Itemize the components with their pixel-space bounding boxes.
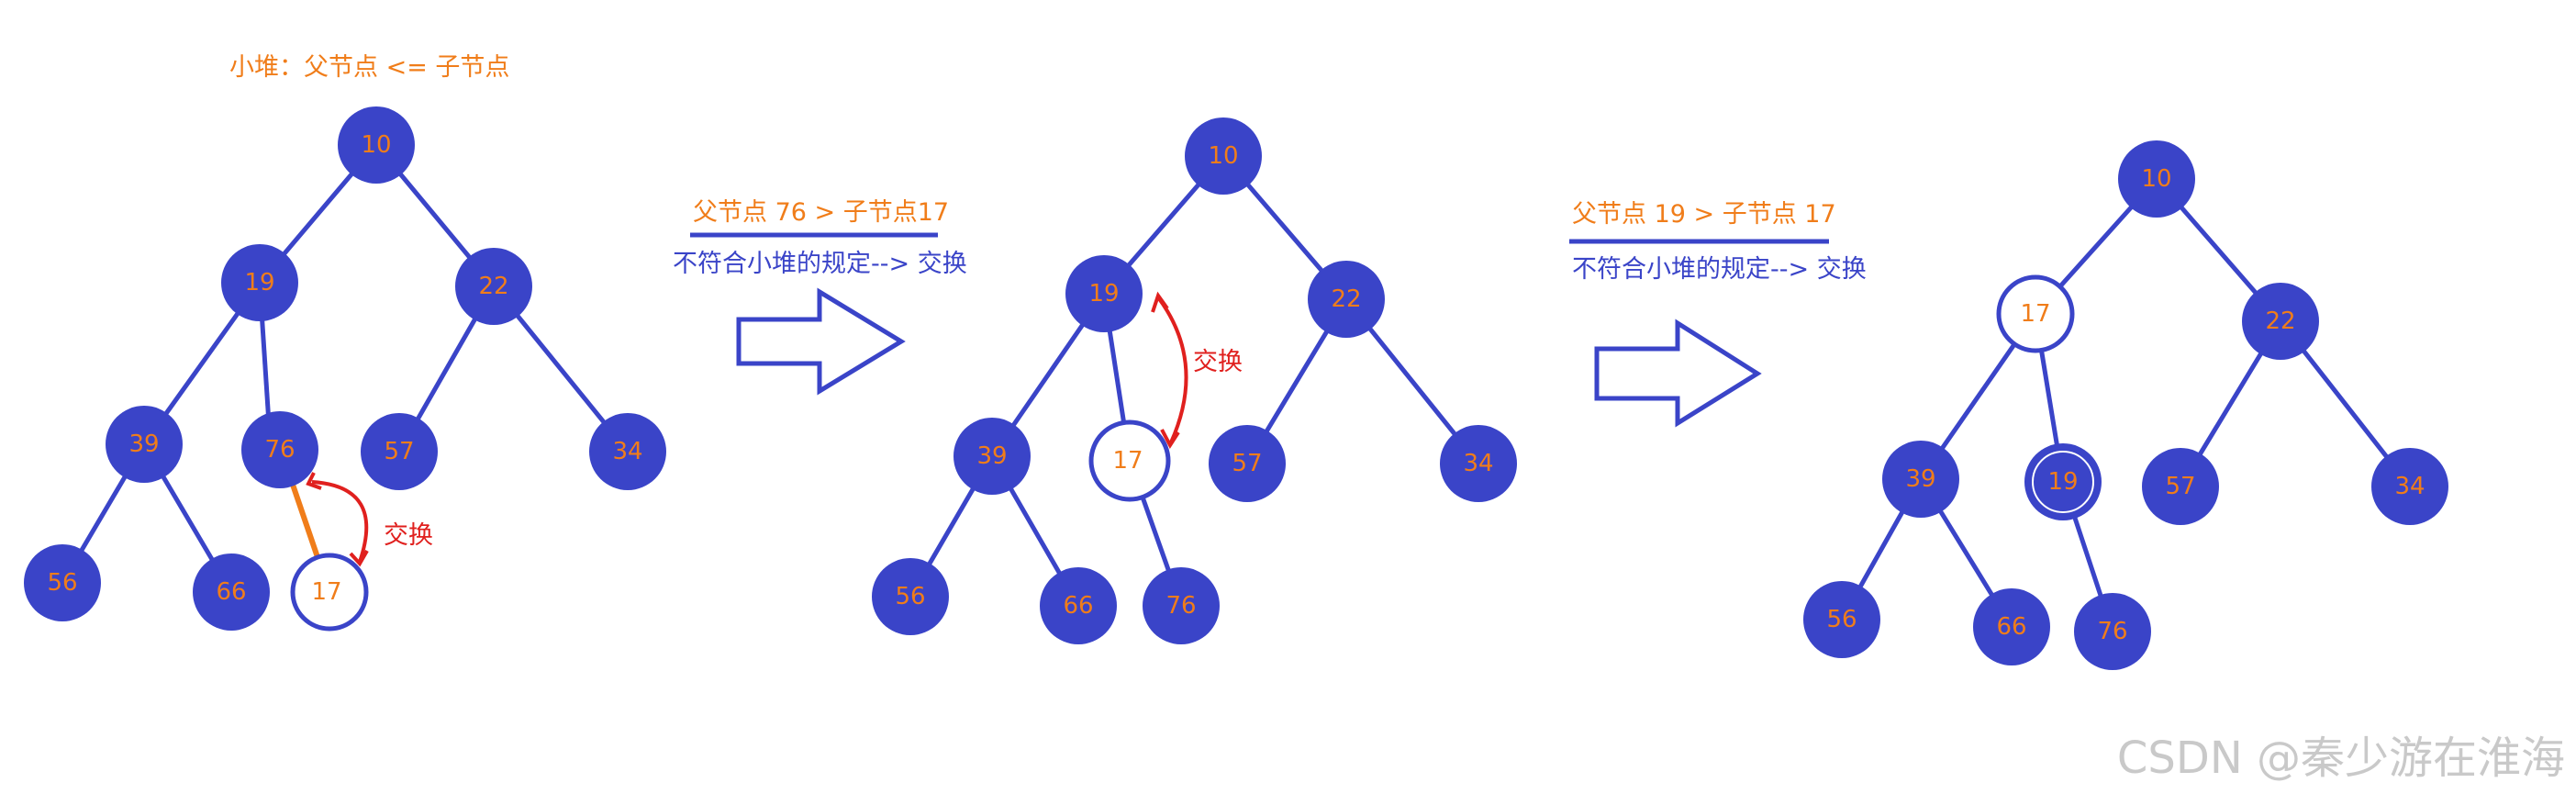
tree-node xyxy=(1308,261,1385,338)
node-label: 57 xyxy=(2165,473,2195,500)
tree-node xyxy=(1209,425,1286,502)
node-label: 34 xyxy=(612,438,642,465)
node-label: 39 xyxy=(128,430,159,458)
step-1-title: 父节点 76 > 子节点17 xyxy=(693,198,949,227)
node-label: 66 xyxy=(216,578,246,606)
node-label: 57 xyxy=(1232,450,1262,477)
node-label: 57 xyxy=(384,438,414,465)
swap-label: 交换 xyxy=(1193,348,1243,376)
tree-node xyxy=(221,244,298,321)
node-label: 39 xyxy=(976,442,1007,470)
swap-label: 交换 xyxy=(384,521,433,550)
node-label: 66 xyxy=(1063,592,1093,620)
node-label: 56 xyxy=(47,569,77,597)
tree-node xyxy=(1803,581,1880,658)
node-ring xyxy=(2032,451,2094,513)
tree-node xyxy=(193,553,270,631)
node-label: 19 xyxy=(1088,280,1119,307)
node-label: 19 xyxy=(244,269,274,296)
tree-node-hollow xyxy=(1088,419,1171,502)
tree-node xyxy=(338,106,415,184)
tree-node xyxy=(1065,255,1143,332)
tree-node xyxy=(589,413,666,490)
tree-node-hollow xyxy=(1996,274,2075,353)
node-label: 17 xyxy=(2020,300,2050,328)
tree-node xyxy=(1440,425,1517,502)
step-2-desc: 不符合小堆的规定--> 交换 xyxy=(1572,255,1867,284)
node-label: 22 xyxy=(1331,285,1361,313)
node-label: 76 xyxy=(2097,618,2127,645)
tree-node xyxy=(2118,140,2195,218)
tree-node xyxy=(1143,567,1220,644)
node-label: 76 xyxy=(264,436,295,464)
node-label: 17 xyxy=(1112,447,1143,475)
tree-3: 10 17 22 39 19 57 34 56 66 76 xyxy=(1803,140,2448,670)
tree-node xyxy=(2074,593,2151,670)
tree-node xyxy=(2024,443,2102,520)
tree-3-edges xyxy=(1839,177,2412,632)
node-label: 10 xyxy=(361,131,391,159)
node-label: 56 xyxy=(895,583,925,610)
right-arrow-icon xyxy=(1594,319,1762,428)
node-label: 22 xyxy=(2265,307,2295,335)
tree-2: 10 19 22 39 17 57 34 56 66 76 xyxy=(872,117,1517,644)
tree-node xyxy=(1882,441,1959,518)
node-label: 76 xyxy=(1165,592,1196,620)
tree-node xyxy=(953,418,1031,495)
step-2-title: 父节点 19 > 子节点 17 xyxy=(1572,200,1836,229)
tree-1-edges xyxy=(60,143,630,594)
tree-node xyxy=(24,544,101,621)
node-label: 66 xyxy=(1996,613,2026,641)
highlight-edge xyxy=(289,481,321,561)
tree-node xyxy=(455,248,532,325)
step-1-desc: 不符合小堆的规定--> 交换 xyxy=(673,250,967,278)
heading-text: 小堆：父节点 <= 子节点 xyxy=(229,53,509,82)
tree-node xyxy=(872,558,949,635)
tree-node xyxy=(241,411,318,488)
node-label: 56 xyxy=(1826,606,1857,633)
node-label: 17 xyxy=(311,578,341,606)
node-label: 22 xyxy=(478,273,508,300)
node-label: 39 xyxy=(1905,465,1935,493)
swap-arrow-icon xyxy=(1151,291,1188,449)
node-label: 19 xyxy=(2047,468,2078,496)
node-label: 10 xyxy=(2141,165,2171,193)
node-label: 10 xyxy=(1208,142,1238,170)
tree-node xyxy=(361,413,438,490)
tree-node xyxy=(1185,117,1262,195)
tree-node xyxy=(2242,283,2319,360)
tree-node xyxy=(106,406,183,483)
tree-node xyxy=(1040,567,1117,644)
tree-node xyxy=(1973,588,2050,665)
tree-node-hollow xyxy=(290,553,369,632)
tree-2-edges xyxy=(908,154,1480,608)
watermark: CSDN @秦少游在淮海 xyxy=(2117,732,2565,784)
tree-node xyxy=(2142,448,2219,525)
node-label: 34 xyxy=(1463,450,1493,477)
swap-arrow-icon xyxy=(306,472,369,567)
tree-node xyxy=(2371,448,2448,525)
node-label: 34 xyxy=(2394,473,2425,500)
tree-1: 10 19 22 39 76 57 34 56 66 17 xyxy=(24,106,666,632)
right-arrow-icon xyxy=(736,287,906,396)
